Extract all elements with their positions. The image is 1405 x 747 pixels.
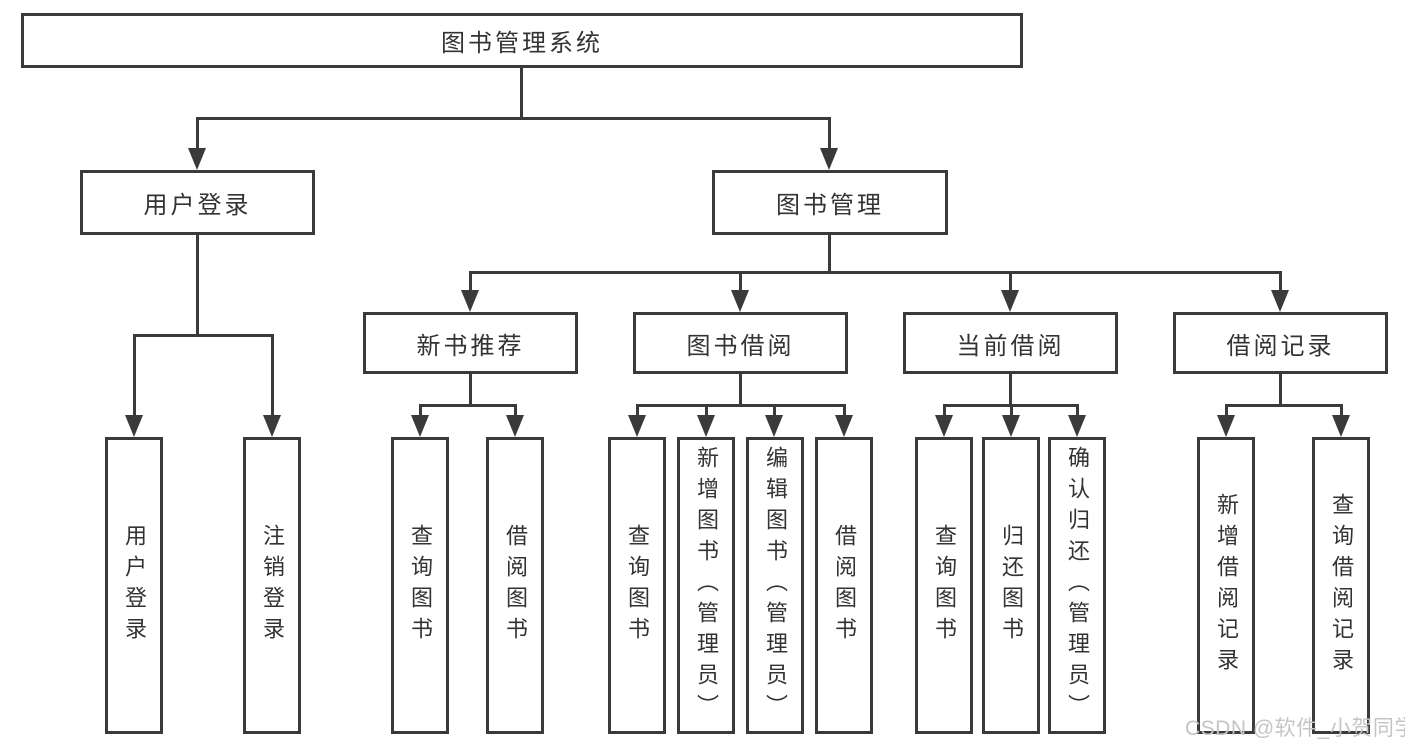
arrowhead-down-icon xyxy=(1271,290,1289,312)
node-user-login: 用户登录 xyxy=(80,170,315,235)
leaf-current-query-books-label: 查询图书 xyxy=(932,523,957,648)
connector-vline xyxy=(271,334,274,417)
arrowhead-down-icon xyxy=(1068,415,1086,437)
leaf-edit-books-admin-label: 编辑图书（管理员） xyxy=(763,446,788,725)
arrowhead-down-icon xyxy=(697,415,715,437)
connector-vline xyxy=(1010,404,1013,418)
leaf-user-login: 用户登录 xyxy=(105,437,163,734)
leaf-add-books-admin: 新增图书（管理员） xyxy=(677,437,735,734)
node-book-management: 图书管理 xyxy=(712,170,948,235)
node-book-management-label: 图书管理 xyxy=(776,192,884,219)
connector-vline xyxy=(705,404,708,418)
connector-vline xyxy=(1009,374,1012,407)
arrowhead-down-icon xyxy=(461,290,479,312)
leaf-confirm-return-admin-label: 确认归还（管理员） xyxy=(1065,446,1090,725)
arrowhead-down-icon xyxy=(1332,415,1350,437)
arrowhead-down-icon xyxy=(765,415,783,437)
leaf-query-borrow-record-label: 查询借阅记录 xyxy=(1329,492,1354,679)
connector-vline xyxy=(739,271,742,293)
connector-vline xyxy=(196,117,199,150)
arrowhead-down-icon xyxy=(935,415,953,437)
leaf-newrec-query-books-label: 查询图书 xyxy=(408,523,433,648)
connector-vline xyxy=(133,334,136,417)
leaf-return-books: 归还图书 xyxy=(982,437,1040,734)
connector-hline xyxy=(419,404,516,407)
node-current-borrowing: 当前借阅 xyxy=(903,312,1118,374)
leaf-borrow-books: 借阅图书 xyxy=(815,437,873,734)
arrowhead-down-icon xyxy=(820,148,838,170)
leaf-logout: 注销登录 xyxy=(243,437,301,734)
node-current-borrowing-label: 当前借阅 xyxy=(956,332,1065,360)
leaf-newrec-borrow-books-label: 借阅图书 xyxy=(503,523,528,648)
leaf-return-books-label: 归还图书 xyxy=(999,523,1024,648)
connector-vline xyxy=(196,235,199,337)
connector-vline xyxy=(828,117,831,150)
connector-vline xyxy=(739,374,742,407)
connector-hline xyxy=(133,334,273,337)
connector-vline xyxy=(520,68,523,120)
arrowhead-down-icon xyxy=(628,415,646,437)
connector-vline xyxy=(1340,404,1343,418)
arrowhead-down-icon xyxy=(263,415,281,437)
connector-hline xyxy=(636,404,845,407)
arrowhead-down-icon xyxy=(506,415,524,437)
connector-hline xyxy=(196,117,831,120)
node-library-system-label: 图书管理系统 xyxy=(441,30,603,57)
connector-vline xyxy=(419,404,422,418)
node-borrowing-records: 借阅记录 xyxy=(1173,312,1388,374)
leaf-borrow-books-label: 借阅图书 xyxy=(832,523,857,648)
node-book-borrowing: 图书借阅 xyxy=(633,312,848,374)
connector-vline xyxy=(469,271,472,293)
leaf-confirm-return-admin: 确认归还（管理员） xyxy=(1048,437,1106,734)
leaf-newrec-borrow-books: 借阅图书 xyxy=(486,437,544,734)
arrowhead-down-icon xyxy=(835,415,853,437)
leaf-newrec-query-books: 查询图书 xyxy=(391,437,449,734)
connector-vline xyxy=(1225,404,1228,418)
leaf-add-borrow-record: 新增借阅记录 xyxy=(1197,437,1255,734)
leaf-user-login-label: 用户登录 xyxy=(122,523,147,648)
csdn-watermark: CSDN @软件_小贺同学 xyxy=(1185,717,1405,740)
node-library-system: 图书管理系统 xyxy=(21,13,1023,68)
connector-vline xyxy=(469,374,472,407)
node-book-borrowing-label: 图书借阅 xyxy=(686,332,795,360)
node-new-book-recommend: 新书推荐 xyxy=(363,312,578,374)
leaf-logout-label: 注销登录 xyxy=(260,523,285,648)
connector-vline xyxy=(843,404,846,418)
leaf-edit-books-admin: 编辑图书（管理员） xyxy=(746,437,804,734)
connector-vline xyxy=(1076,404,1079,418)
arrowhead-down-icon xyxy=(1217,415,1235,437)
leaf-borrow-query-books: 查询图书 xyxy=(608,437,666,734)
node-user-login-label: 用户登录 xyxy=(143,192,252,219)
node-new-book-recommend-label: 新书推荐 xyxy=(416,332,525,360)
connector-vline xyxy=(514,404,517,418)
connector-vline xyxy=(1009,271,1012,293)
arrowhead-down-icon xyxy=(411,415,429,437)
connector-hline xyxy=(1225,404,1342,407)
node-borrowing-records-label: 借阅记录 xyxy=(1226,332,1335,360)
arrowhead-down-icon xyxy=(1002,415,1020,437)
arrowhead-down-icon xyxy=(731,290,749,312)
arrowhead-down-icon xyxy=(1001,290,1019,312)
connector-hline xyxy=(469,271,1282,274)
leaf-add-borrow-record-label: 新增借阅记录 xyxy=(1214,492,1239,679)
connector-vline xyxy=(943,404,946,418)
connector-vline xyxy=(636,404,639,418)
connector-vline xyxy=(1279,271,1282,293)
connector-vline xyxy=(1279,374,1282,407)
connector-vline xyxy=(773,404,776,418)
leaf-borrow-query-books-label: 查询图书 xyxy=(625,523,650,648)
leaf-query-borrow-record: 查询借阅记录 xyxy=(1312,437,1370,734)
leaf-current-query-books: 查询图书 xyxy=(915,437,973,734)
arrowhead-down-icon xyxy=(125,415,143,437)
connector-vline xyxy=(828,235,831,274)
leaf-add-books-admin-label: 新增图书（管理员） xyxy=(694,446,719,725)
arrowhead-down-icon xyxy=(188,148,206,170)
